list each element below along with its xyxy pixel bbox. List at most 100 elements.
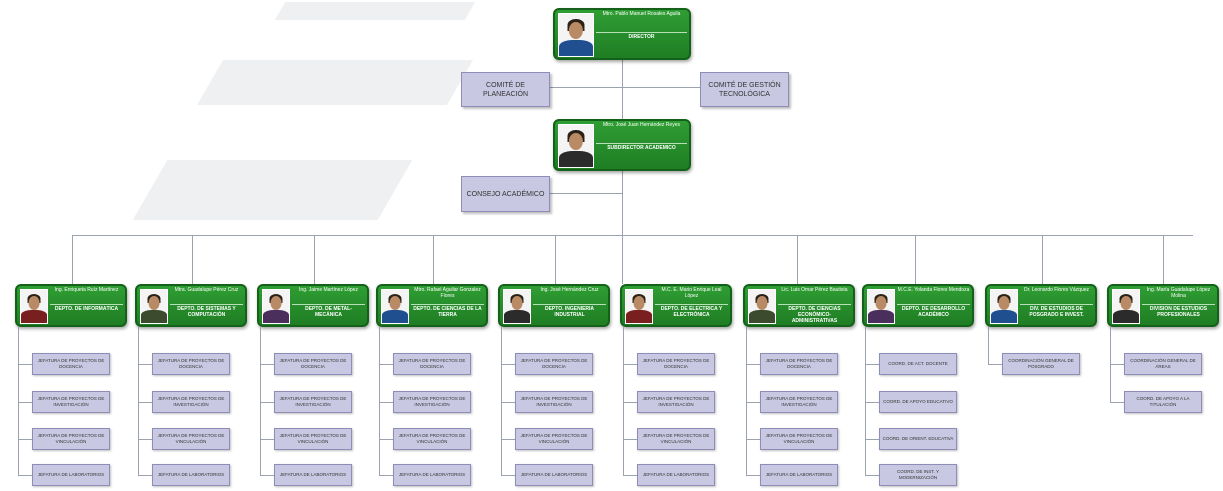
connector-line bbox=[550, 87, 700, 88]
separator-line bbox=[655, 303, 728, 305]
connector-line bbox=[746, 402, 768, 403]
unit-box[interactable]: JEFATURA DE PROYECTOS DE INVESTIGACIÓN bbox=[32, 391, 110, 413]
unit-box[interactable]: COORD. DE ORIENT. EDUCATIVA bbox=[879, 428, 957, 450]
connector-line bbox=[18, 364, 40, 365]
technology-committee-box[interactable]: COMITÉ DE GESTIÓN TECNOLÓGICA bbox=[700, 72, 789, 107]
unit-box[interactable]: JEFATURA DE PROYECTOS DE DOCENCIA bbox=[32, 353, 110, 375]
connector-line bbox=[138, 402, 160, 403]
connector-line bbox=[623, 327, 624, 475]
unit-box[interactable]: JEFATURA DE LABORATORIOS bbox=[515, 464, 593, 486]
unit-box[interactable]: JEFATURA DE PROYECTOS DE INVESTIGACIÓN bbox=[515, 391, 593, 413]
unit-box[interactable]: JEFATURA DE LABORATORIOS bbox=[637, 464, 715, 486]
person-name: Lic. Luis Omar Pérez Bautista bbox=[781, 287, 848, 293]
connector-line bbox=[915, 235, 916, 284]
connector-line bbox=[1110, 364, 1132, 365]
connector-line bbox=[192, 235, 193, 284]
unit-box[interactable]: JEFATURA DE PROYECTOS DE DOCENCIA bbox=[637, 353, 715, 375]
person-name: Ing. José Hernández Cruz bbox=[540, 287, 599, 293]
unit-box[interactable]: COORDINACIÓN GENERAL DE ÁREAS bbox=[1124, 353, 1202, 375]
unit-box[interactable]: JEFATURA DE PROYECTOS DE INVESTIGACIÓN bbox=[274, 391, 352, 413]
position-title: DEPTO. DE CIENCIAS DE LA TIERRA bbox=[413, 305, 482, 318]
connector-line bbox=[138, 327, 139, 475]
connector-line bbox=[865, 402, 887, 403]
separator-line bbox=[596, 31, 687, 33]
connector-line bbox=[501, 327, 502, 475]
unit-box[interactable]: JEFATURA DE PROYECTOS DE DOCENCIA bbox=[152, 353, 230, 375]
connector-line bbox=[379, 439, 401, 440]
unit-box[interactable]: JEFATURA DE LABORATORIOS bbox=[32, 464, 110, 486]
position-title: DIVISIÓN DE ESTUDIOS PROFESIONALES bbox=[1149, 305, 1208, 318]
person-photo bbox=[140, 289, 168, 324]
position-title: DIRECTOR bbox=[628, 34, 655, 40]
position-title: DEPTO. DE INFORMÁTICA bbox=[54, 305, 119, 312]
unit-box[interactable]: JEFATURA DE PROYECTOS DE VINCULACIÓN bbox=[393, 428, 471, 450]
connector-line bbox=[260, 364, 282, 365]
connector-line bbox=[746, 364, 768, 365]
unit-box[interactable]: COORDINACIÓN GENERAL DE POSGRADO bbox=[1002, 353, 1080, 375]
unit-box[interactable]: JEFATURA DE LABORATORIOS bbox=[760, 464, 838, 486]
position-title: DEPTO. DE CIENCIAS ECONÓMICO-ADMINISTRAT… bbox=[788, 305, 841, 324]
person-name: Ing. Jaime Martínez López bbox=[299, 287, 358, 293]
connector-line bbox=[433, 235, 434, 284]
planning-committee-box[interactable]: COMITÉ DE PLANEACIÓN bbox=[461, 72, 550, 107]
unit-box[interactable]: JEFATURA DE LABORATORIOS bbox=[393, 464, 471, 486]
person-name: M.C. E. Mario Enrique Leal López bbox=[661, 287, 722, 299]
position-title: DEPTO. DE METAL-MECÁNICA bbox=[305, 305, 352, 318]
position-title: DEPTO. DE SISTEMAS Y COMPUTACIÓN bbox=[177, 305, 236, 318]
background-stripe bbox=[132, 160, 413, 220]
unit-box[interactable]: JEFATURA DE PROYECTOS DE DOCENCIA bbox=[274, 353, 352, 375]
unit-box[interactable]: JEFATURA DE PROYECTOS DE INVESTIGACIÓN bbox=[760, 391, 838, 413]
background-stripe bbox=[274, 2, 476, 20]
connector-line bbox=[18, 327, 19, 475]
position-title: SUBDIRECTOR ACADÉMICO bbox=[607, 145, 676, 151]
separator-line bbox=[778, 303, 851, 305]
connector-line bbox=[1163, 235, 1164, 284]
person-photo bbox=[990, 289, 1018, 324]
separator-line bbox=[596, 142, 687, 144]
person-photo bbox=[262, 289, 290, 324]
separator-line bbox=[533, 303, 606, 305]
separator-line bbox=[1020, 303, 1093, 305]
position-title: DIV. DE ESTUDIOS DE POSGRADO E INVEST. bbox=[1029, 305, 1084, 318]
unit-box[interactable]: COORD. DE APOYO EDUCATIVO bbox=[879, 391, 957, 413]
connector-line bbox=[138, 364, 160, 365]
unit-box[interactable]: JEFATURA DE PROYECTOS DE VINCULACIÓN bbox=[152, 428, 230, 450]
unit-box[interactable]: JEFATURA DE PROYECTOS DE INVESTIGACIÓN bbox=[637, 391, 715, 413]
academic-council-box[interactable]: CONSEJO ACADÉMICO bbox=[461, 176, 550, 212]
separator-line bbox=[292, 303, 365, 305]
unit-box[interactable]: JEFATURA DE PROYECTOS DE VINCULACIÓN bbox=[637, 428, 715, 450]
unit-box[interactable]: JEFATURA DE PROYECTOS DE DOCENCIA bbox=[393, 353, 471, 375]
connector-line bbox=[501, 364, 523, 365]
person-name: Dr. Leonardo Flores Vázquez bbox=[1023, 287, 1090, 293]
unit-box[interactable]: JEFATURA DE PROYECTOS DE DOCENCIA bbox=[515, 353, 593, 375]
connector-line bbox=[18, 439, 40, 440]
connector-line bbox=[501, 439, 523, 440]
person-name: M.C.E. Yolanda Flores Mendoza bbox=[897, 287, 970, 293]
unit-box[interactable]: JEFATURA DE PROYECTOS DE VINCULACIÓN bbox=[274, 428, 352, 450]
unit-box[interactable]: JEFATURA DE PROYECTOS DE INVESTIGACIÓN bbox=[152, 391, 230, 413]
unit-box[interactable]: COORD. DE ACT. DOCENTE bbox=[879, 353, 957, 375]
unit-box[interactable]: JEFATURA DE PROYECTOS DE INVESTIGACIÓN bbox=[393, 391, 471, 413]
unit-box[interactable]: JEFATURA DE PROYECTOS DE VINCULACIÓN bbox=[32, 428, 110, 450]
connector-line bbox=[260, 475, 282, 476]
person-photo bbox=[381, 289, 409, 324]
unit-box[interactable]: COORD. DE INST. Y MODERNIZACIÓN bbox=[879, 464, 957, 486]
person-name: Mtro. Pablo Manuel Rosales Aguila bbox=[602, 11, 681, 17]
unit-box[interactable]: JEFATURA DE LABORATORIOS bbox=[274, 464, 352, 486]
connector-line bbox=[746, 439, 768, 440]
connector-line bbox=[623, 402, 645, 403]
connector-line bbox=[379, 475, 401, 476]
connector-line bbox=[379, 364, 401, 365]
separator-line bbox=[897, 303, 970, 305]
unit-box[interactable]: JEFATURA DE PROYECTOS DE VINCULACIÓN bbox=[760, 428, 838, 450]
connector-line bbox=[865, 364, 887, 365]
connector-line bbox=[501, 402, 523, 403]
unit-box[interactable]: JEFATURA DE PROYECTOS DE VINCULACIÓN bbox=[515, 428, 593, 450]
unit-box[interactable]: JEFATURA DE PROYECTOS DE DOCENCIA bbox=[760, 353, 838, 375]
person-photo bbox=[625, 289, 653, 324]
connector-line bbox=[622, 235, 623, 284]
background-stripe bbox=[197, 60, 473, 105]
unit-box[interactable]: COORD. DE APOYO A LA TITULACIÓN bbox=[1124, 391, 1202, 413]
unit-box[interactable]: JEFATURA DE LABORATORIOS bbox=[152, 464, 230, 486]
connector-line bbox=[623, 475, 645, 476]
